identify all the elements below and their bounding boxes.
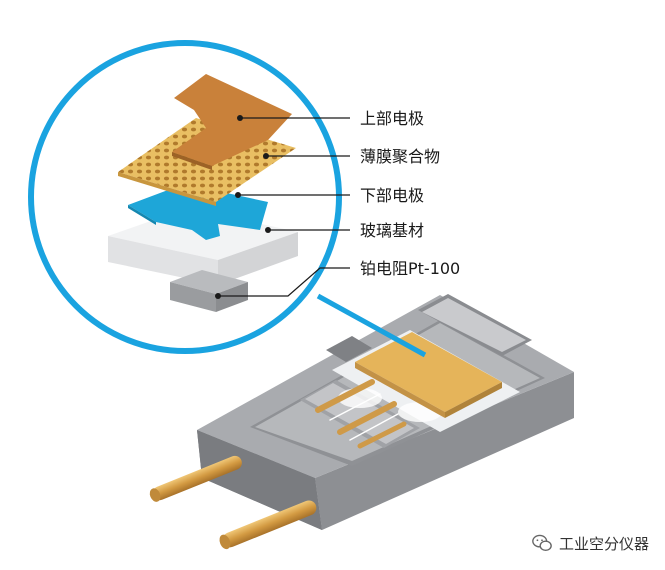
watermark: 工业空分仪器 [531, 532, 649, 554]
label-glass-substrate: 玻璃基材 [360, 221, 424, 240]
watermark-text: 工业空分仪器 [559, 533, 649, 554]
label-thin-film-polymer: 薄膜聚合物 [360, 147, 440, 166]
wechat-bubble-icon [531, 532, 553, 554]
label-top-electrode: 上部电极 [360, 109, 424, 128]
label-pt100-resistor: 铂电阻Pt-100 [360, 259, 460, 278]
label-bottom-electrode: 下部电极 [360, 186, 424, 205]
